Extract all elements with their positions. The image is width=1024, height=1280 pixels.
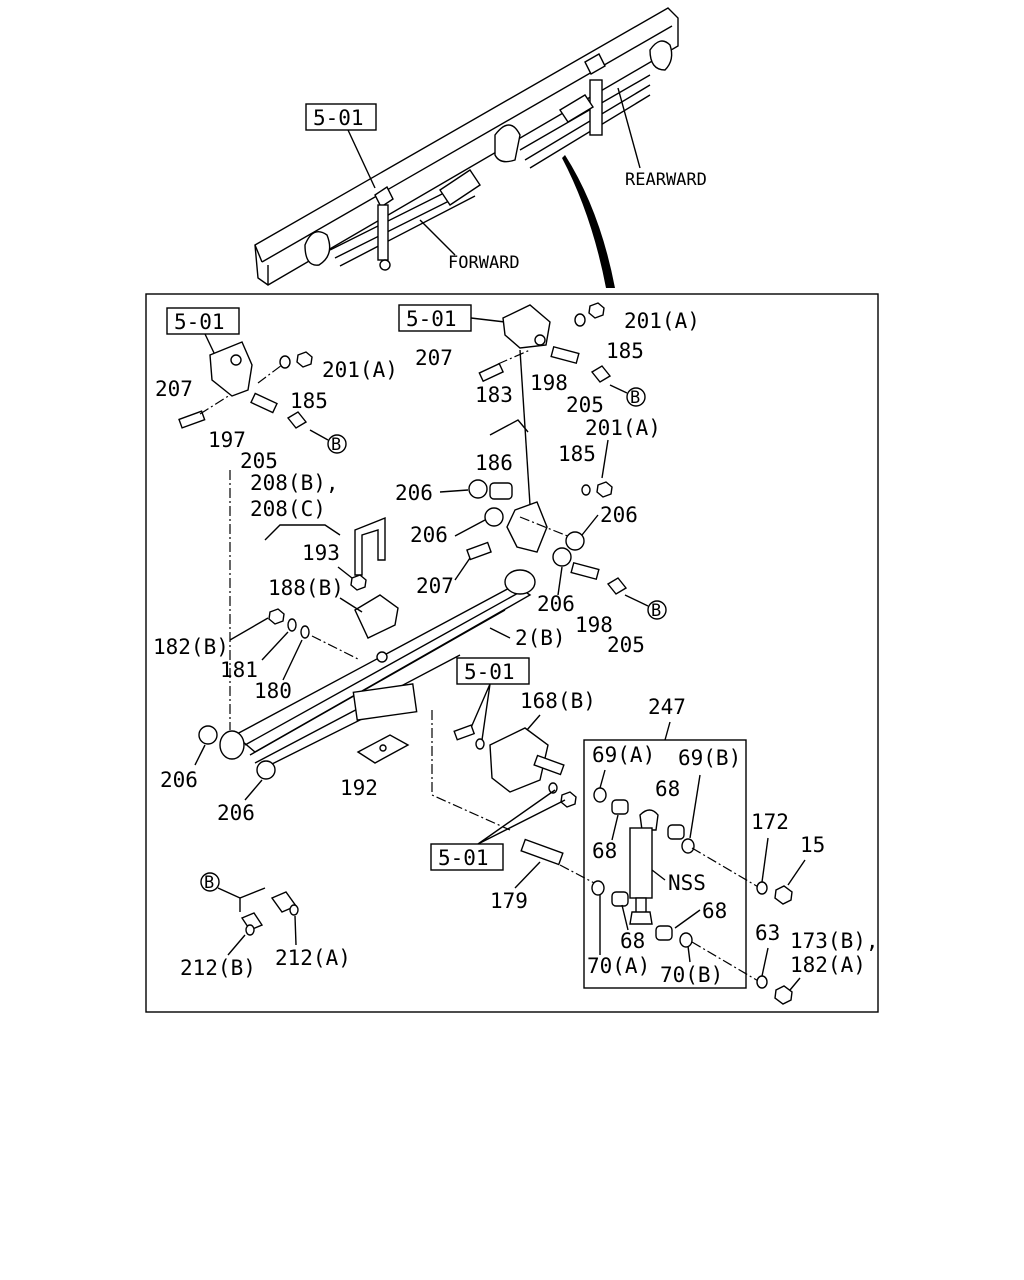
part-label-247: 247 [648,695,686,719]
u-bolt [354,516,386,576]
part-label-205: 205 [240,449,278,473]
marker-b-label: B [630,388,640,408]
part-label-69a: 69(A) [592,743,655,767]
marker-b [200,872,220,892]
part-label-201a: 201(A) [585,416,661,440]
part-label-212b: 212(B) [180,956,256,980]
part-label-197: 197 [208,428,246,452]
part-label-207: 207 [416,574,454,598]
part-label-68: 68 [655,777,680,801]
leaf-spring [219,569,536,771]
detail-frame [145,293,879,1013]
part-label-185: 185 [558,442,596,466]
shock-absorber [629,809,659,925]
part-label-201a: 201(A) [624,309,700,333]
part-label-172: 172 [751,810,789,834]
part-label-63: 63 [755,921,780,945]
part-label-68: 68 [592,839,617,863]
front-hanger-bracket: 5-01 [166,307,313,429]
part-label-206: 206 [395,481,433,505]
spring-shackle [506,501,548,553]
part-label-15: 15 [800,833,825,857]
part-label-179: 179 [490,889,528,913]
part-label-206: 206 [410,523,448,547]
ref-label: 5-01 [313,106,364,130]
marker-b-label: B [331,435,341,455]
ref-box-top: 5-01 [305,103,377,189]
part-label-206: 206 [537,592,575,616]
marker-b-label: B [651,601,661,621]
part-label-205: 205 [566,393,604,417]
part-label-201a: 201(A) [322,358,398,382]
part-label-182b: 182(B) [153,635,229,659]
ref-label: 5-01 [464,660,515,684]
part-label-68: 68 [620,929,645,953]
part-label-208b: 208(B), [250,471,339,495]
part-label-173b: 173(B), [790,929,879,953]
marker-b [327,434,347,454]
part-label-2b: 2(B) [515,626,566,650]
frame-rail-overview [254,7,679,286]
marker-b [626,387,646,407]
spring-block [354,594,399,639]
part-label-70a: 70(A) [587,954,650,978]
marker-b [647,600,667,620]
part-label-70b: 70(B) [660,963,723,987]
part-label-193: 193 [302,541,340,565]
part-label-212a: 212(A) [275,946,351,970]
part-label-68: 68 [702,899,727,923]
part-label-180: 180 [254,679,292,703]
part-label-206: 206 [217,801,255,825]
part-label-181: 181 [220,658,258,682]
nss-label: NSS [668,871,706,895]
part-label-207: 207 [415,346,453,370]
part-label-198: 198 [575,613,613,637]
part-label-186: 186 [475,451,513,475]
part-label-185: 185 [606,339,644,363]
shock-kit-box [583,739,747,989]
detail-arrow [562,155,615,288]
part-label-198: 198 [530,371,568,395]
part-label-185: 185 [290,389,328,413]
part-label-206: 206 [600,503,638,527]
ref-label: 5-01 [406,307,457,331]
part-label-69b: 69(B) [678,746,741,770]
forward-label: FORWARD [448,253,520,273]
part-label-168b: 168(B) [520,689,596,713]
part-label-207: 207 [155,377,193,401]
part-label-205: 205 [607,633,645,657]
ref-label: 5-01 [174,310,225,334]
rearward-label: REARWARD [625,170,707,190]
part-label-192: 192 [340,776,378,800]
shock-bracket [489,727,549,793]
part-label-206: 206 [160,768,198,792]
middle-hanger-bracket: 5-01 [398,302,612,506]
part-label-183: 183 [475,383,513,407]
part-label-182a: 182(A) [790,953,866,977]
marker-b-label: B [204,873,214,893]
ref-label: 5-01 [438,846,489,870]
part-label-208c: 208(C) [250,497,326,521]
part-label-188b: 188(B) [268,576,344,600]
